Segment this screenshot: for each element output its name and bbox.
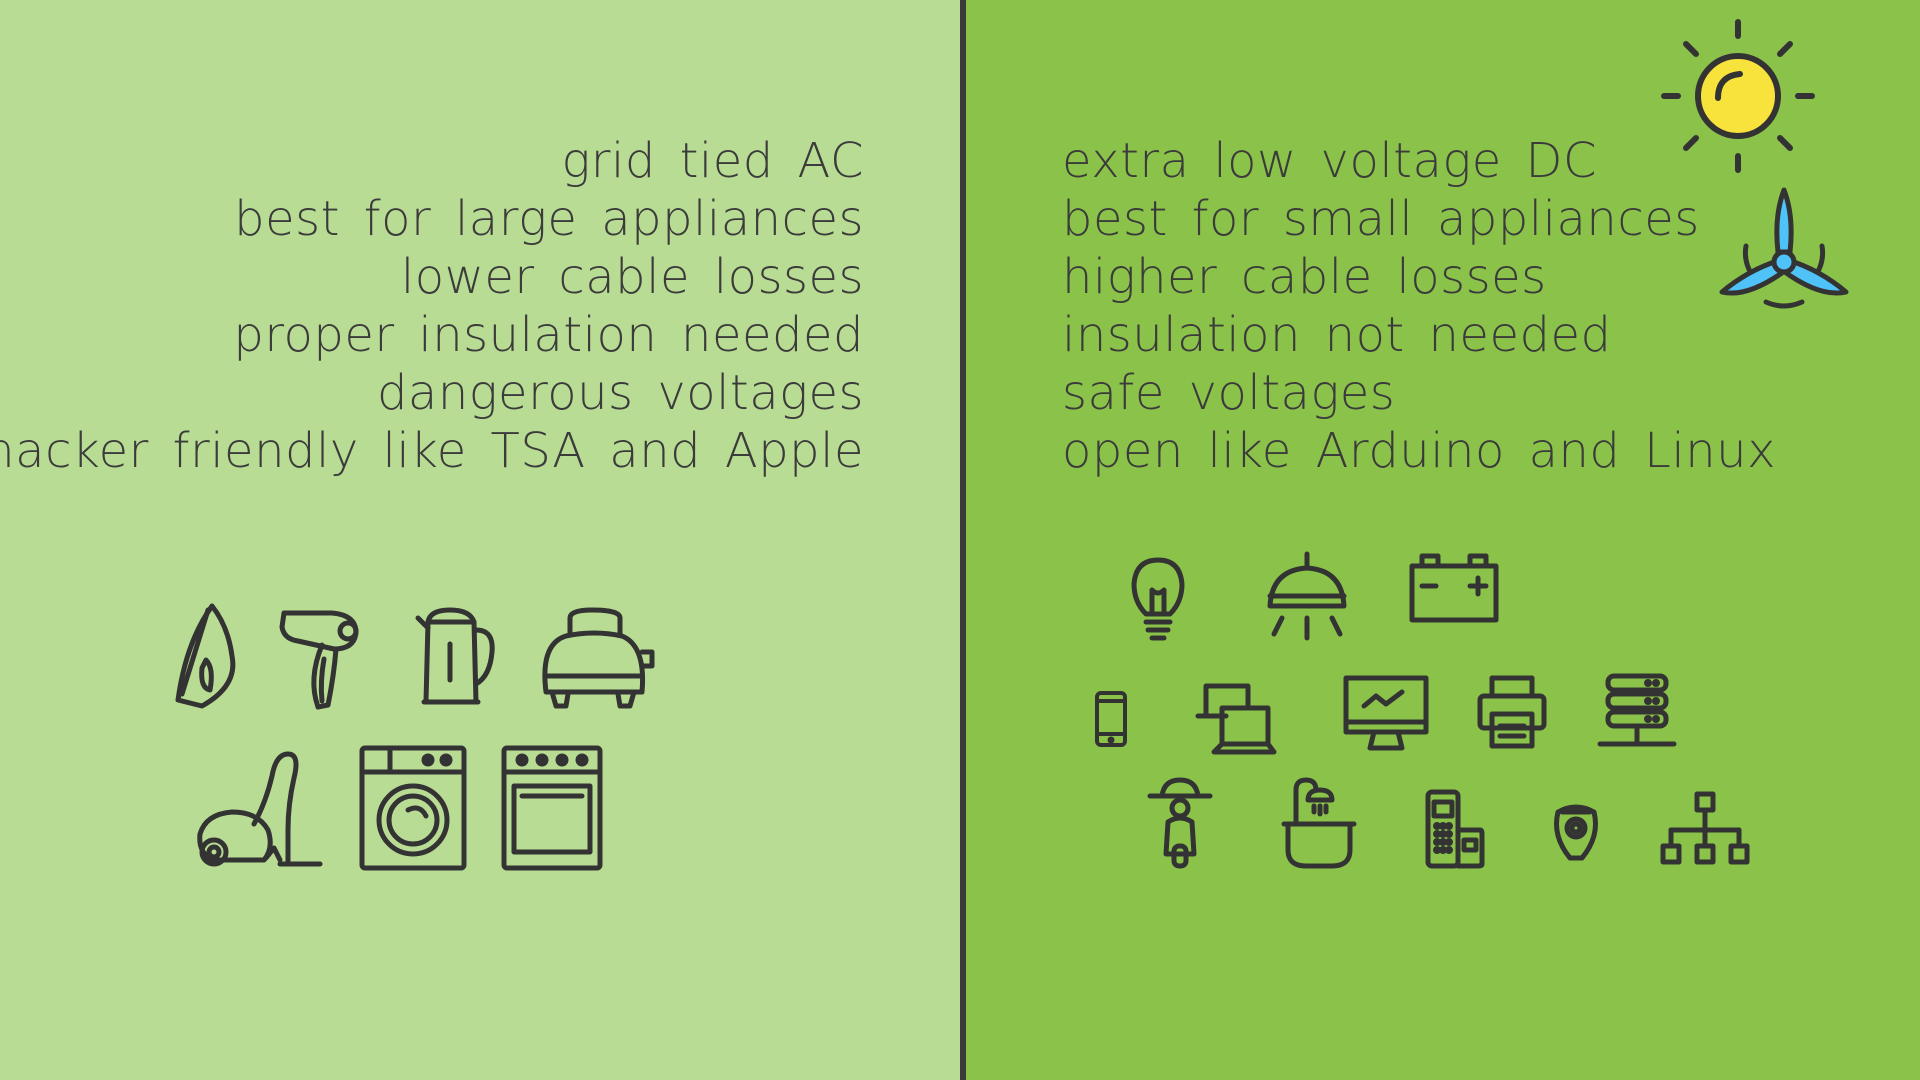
vacuum-cleaner-icon (196, 748, 330, 870)
smartphone-icon (1094, 690, 1128, 748)
dc-panel (966, 0, 1920, 1080)
electric-kettle-icon (414, 608, 496, 706)
light-bulb-icon (1130, 556, 1186, 646)
ac-property-line: grid tied AC (561, 133, 864, 189)
server-rack-icon (1598, 672, 1676, 750)
wind-turbine-icon (1716, 186, 1852, 312)
dc-property-line: higher cable losses (1062, 249, 1547, 305)
car-battery-icon (1408, 552, 1500, 624)
bathtub-shower-icon (1280, 776, 1358, 872)
scooter-icon (1148, 774, 1212, 868)
dc-properties-list: extra low voltage DC best for small appl… (1062, 132, 1776, 480)
toaster-icon (538, 606, 656, 710)
ac-property-line: dangerous voltages (376, 365, 864, 421)
epilator-icon (1552, 798, 1600, 862)
network-hierarchy-icon (1660, 790, 1750, 866)
washing-machine-icon (358, 744, 468, 872)
ac-panel (0, 0, 960, 1080)
ac-properties-list: grid tied AC best for large appliances l… (0, 132, 864, 480)
dc-property-line: open like Arduino and Linux (1062, 423, 1776, 479)
printer-icon (1476, 674, 1548, 750)
ac-property-line: hacker friendly like TSA and Apple (0, 423, 864, 479)
ac-property-line: best for large appliances (234, 191, 864, 247)
ceiling-lamp-icon (1264, 552, 1350, 644)
cordless-phone-icon (1422, 786, 1486, 870)
monitor-icon (1342, 674, 1430, 754)
clothes-iron-icon (172, 602, 238, 710)
dc-property-line: safe voltages (1062, 365, 1396, 421)
laptops-icon (1196, 680, 1276, 758)
dc-property-line: insulation not needed (1062, 307, 1612, 363)
panel-divider (960, 0, 966, 1080)
dc-property-line: best for small appliances (1062, 191, 1700, 247)
hair-dryer-icon (278, 605, 360, 711)
ac-property-line: lower cable losses (400, 249, 864, 305)
oven-icon (500, 744, 604, 872)
ac-property-line: proper insulation needed (233, 307, 864, 363)
dc-property-line: extra low voltage DC (1062, 133, 1597, 189)
sun-icon (1660, 18, 1816, 174)
